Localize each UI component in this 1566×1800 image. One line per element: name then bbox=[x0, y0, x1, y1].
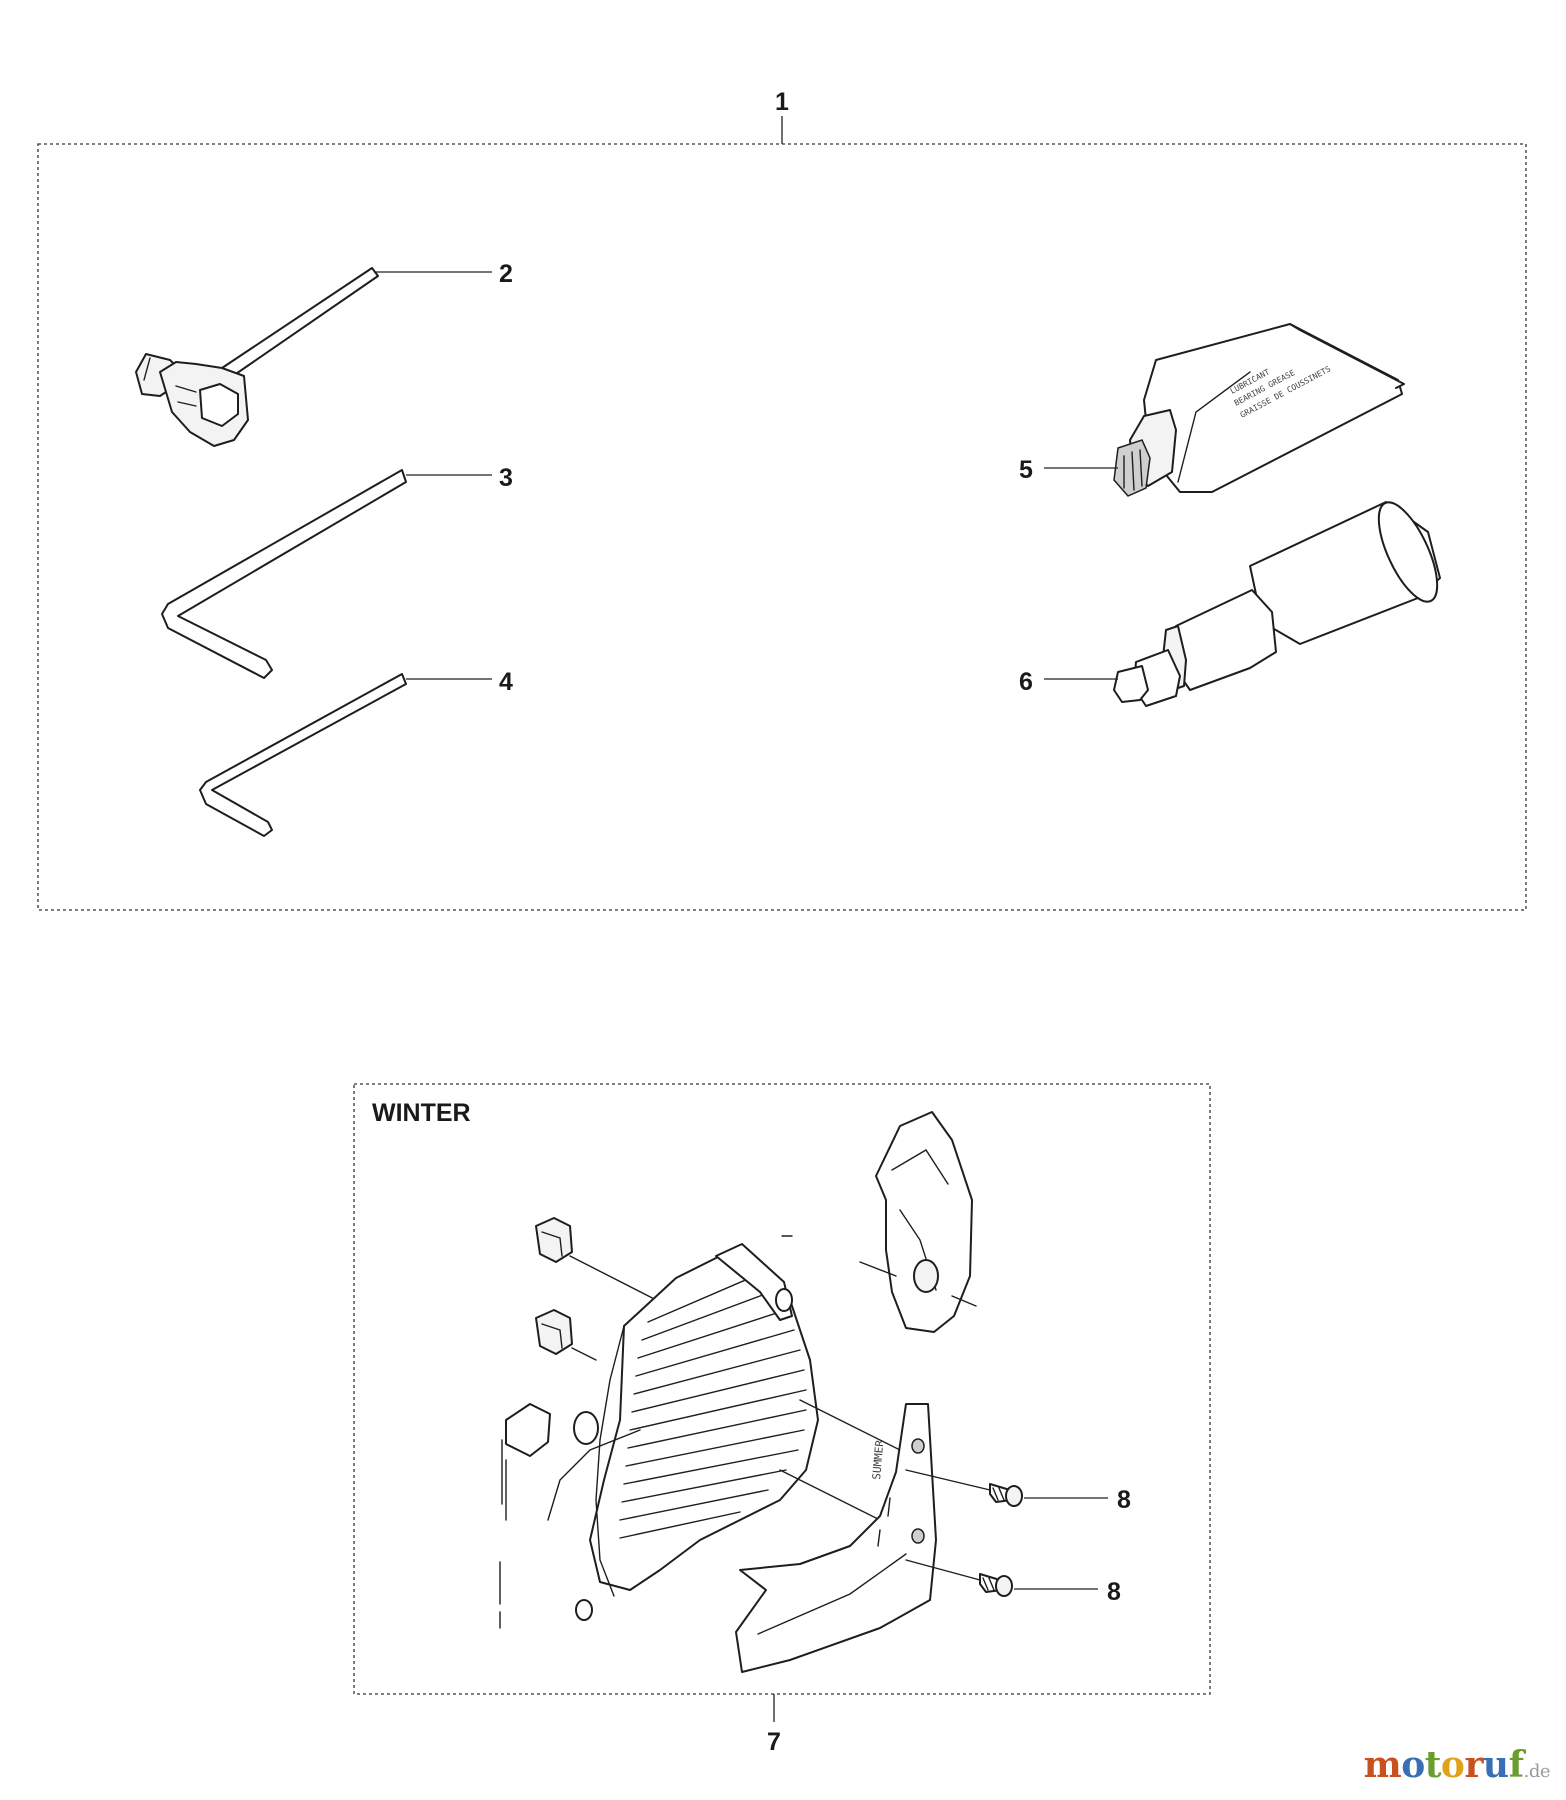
hex-key-small: 4 bbox=[199, 668, 513, 837]
svg-text:SUMMER: SUMMER bbox=[870, 1439, 886, 1480]
callout-6: 6 bbox=[1019, 668, 1033, 696]
callout-3: 3 bbox=[499, 464, 513, 492]
tool-kit-frame bbox=[37, 143, 1527, 911]
callout-7: 7 bbox=[767, 1728, 781, 1756]
watermark-letter: t bbox=[1424, 1744, 1442, 1786]
motoruf-watermark: motoruf.de bbox=[1363, 1744, 1551, 1786]
hex-key-large: 3 bbox=[161, 464, 513, 679]
grease-tube: LUBRICANT BEARING GREASE GRAISSE DE COUS… bbox=[1019, 323, 1405, 497]
watermark-letter: o bbox=[1440, 1744, 1465, 1786]
watermark-letter: u bbox=[1482, 1744, 1509, 1786]
callout-4: 4 bbox=[499, 668, 513, 696]
combination-spanner: 2 bbox=[135, 260, 513, 447]
callout-2: 2 bbox=[499, 260, 513, 288]
winter-kit-group: WINTER 7 bbox=[353, 1083, 1211, 1756]
watermark-letter: m bbox=[1363, 1744, 1402, 1786]
winter-label: WINTER bbox=[372, 1099, 471, 1127]
callout-8-upper: 8 bbox=[1117, 1486, 1131, 1514]
winter-kit-frame bbox=[353, 1083, 1211, 1695]
tool-kit-group: 1 bbox=[37, 88, 1527, 911]
screw-lower: 8 bbox=[979, 1573, 1121, 1606]
screw-upper: 8 bbox=[989, 1483, 1131, 1514]
watermark-letter: f bbox=[1508, 1744, 1525, 1786]
callout-1: 1 bbox=[775, 88, 789, 116]
winter-shutter-assembly: SUMMER 8 8 bbox=[499, 1111, 1131, 1673]
grease-gun: 6 bbox=[1019, 501, 1441, 707]
watermark-letter: r bbox=[1464, 1744, 1483, 1786]
watermark-letter: o bbox=[1401, 1744, 1425, 1786]
callout-5: 5 bbox=[1019, 456, 1033, 484]
callout-8-lower: 8 bbox=[1107, 1578, 1121, 1606]
